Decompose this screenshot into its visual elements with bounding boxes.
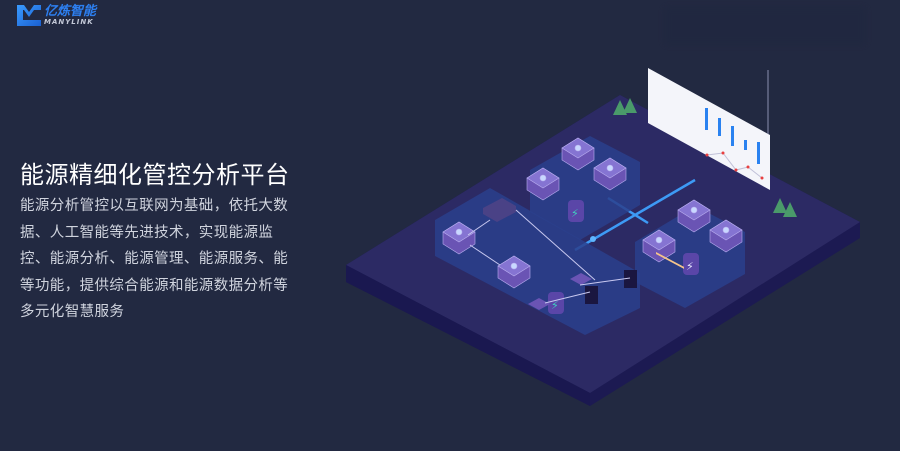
page-title: 能源精细化管控分析平台 [20,161,290,189]
manylink-logo-icon [17,4,41,26]
brand-logo[interactable]: 亿炼智能 MANYLINK [17,4,96,26]
svg-text:⚡: ⚡ [551,299,559,312]
faded-watermark [665,8,865,44]
isometric-platform-illustration: ⚡ ⚡ ⚡ [340,60,870,420]
svg-text:⚡: ⚡ [686,260,694,273]
svg-text:⚡: ⚡ [571,207,579,220]
dashboard-panel [648,68,770,269]
page-description: 能源分析管控以互联网为基础，依托大数据、人工智能等先进技术，实现能源监控、能源分… [20,198,289,320]
logo-name-cn: 亿炼智能 [44,3,97,19]
logo-name-en: MANYLINK [44,17,94,26]
